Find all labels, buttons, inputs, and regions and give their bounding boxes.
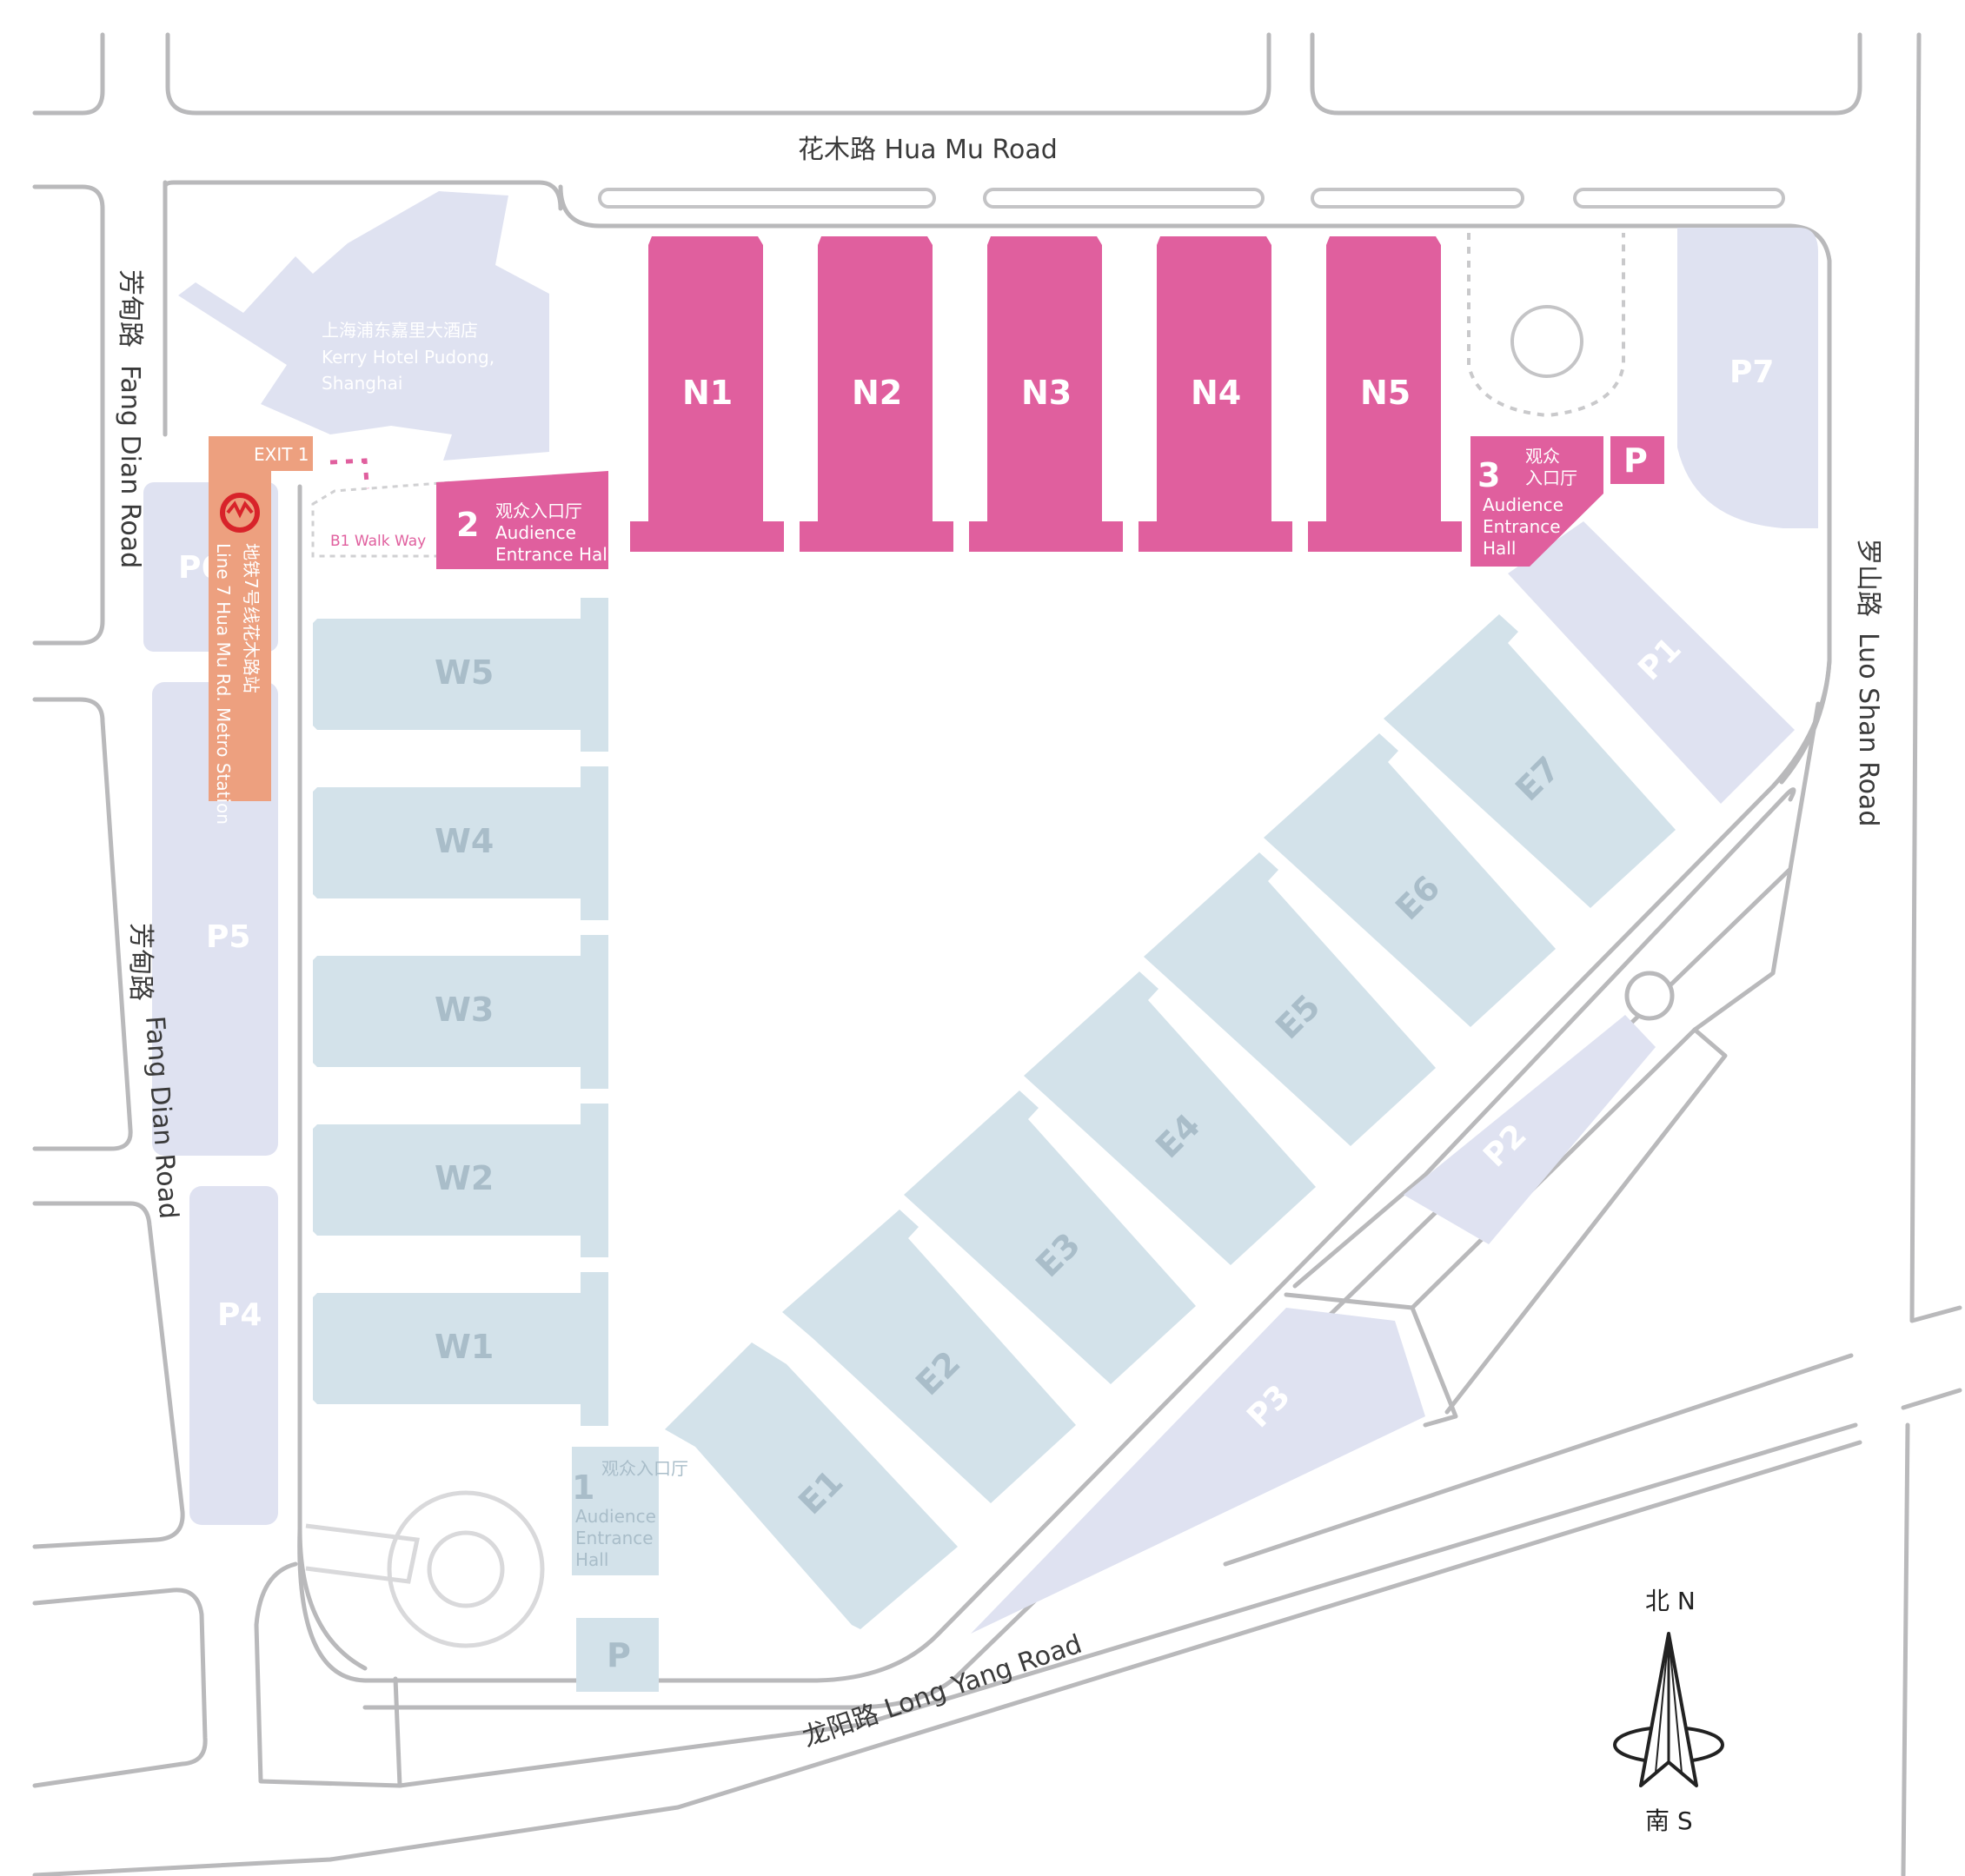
- east-halls: E1 E2 E3 E4 E5 E6 E7: [665, 614, 1676, 1629]
- hall-w3[interactable]: W3: [313, 935, 608, 1089]
- hotel-name-en-1: Kerry Hotel Pudong,: [322, 347, 495, 368]
- hall-w1[interactable]: W1: [313, 1272, 608, 1426]
- hall-n4-label: N4: [1191, 374, 1241, 412]
- road-label-luo-shan-cn: 罗山路: [1853, 539, 1883, 617]
- entrance-2-en-1: Audience: [495, 522, 576, 543]
- parking-p-north[interactable]: [1610, 436, 1664, 484]
- hall-n2-label: N2: [852, 374, 902, 412]
- entrance-2-number: 2: [456, 506, 479, 544]
- entrance-2-en-2: Entrance Hall: [495, 544, 612, 565]
- hall-n5[interactable]: N5: [1308, 236, 1462, 552]
- entrance-1-en-3: Hall: [575, 1549, 608, 1570]
- entrance-1-number: 1: [572, 1468, 594, 1507]
- hall-e2[interactable]: E2: [782, 1210, 1076, 1503]
- hall-w4-label: W4: [435, 822, 494, 860]
- south-plaza-inner: [427, 1530, 505, 1608]
- hall-w3-label: W3: [435, 991, 494, 1029]
- metro-exit-label: EXIT 1: [254, 444, 309, 465]
- parking-p7[interactable]: [1677, 228, 1818, 528]
- parking-p-south-label: P: [607, 1636, 631, 1674]
- hall-n5-label: N5: [1360, 374, 1411, 412]
- entrance-1-cn-1: 观众入口厅: [601, 1458, 688, 1479]
- parking-lots: P6 P5 P4 P7 P1 P2 P3 P: [143, 228, 1818, 1692]
- entrance-3-en-3: Hall: [1483, 538, 1516, 559]
- entrance-3-en-2: Entrance: [1483, 516, 1561, 537]
- hall-w4[interactable]: W4: [313, 766, 608, 920]
- hall-n3-label: N3: [1021, 374, 1072, 412]
- road-label-fang-dian-en-top: Fang Dian Road: [115, 365, 145, 568]
- compass-south-label: 南 S: [1645, 1806, 1693, 1835]
- median-strip: [1311, 188, 1524, 209]
- hall-e3[interactable]: E3: [904, 1090, 1196, 1384]
- hall-e1[interactable]: E1: [665, 1342, 958, 1629]
- hall-e4[interactable]: E4: [1024, 971, 1316, 1265]
- parking-p-north-label: P: [1623, 441, 1648, 480]
- road-label-luo-shan-en: Luo Shan Road: [1853, 633, 1883, 826]
- entrance-3-en-1: Audience: [1483, 494, 1563, 515]
- parking-p5-label: P5: [206, 919, 250, 955]
- road-label-fang-dian-cn-bottom: 芳甸路: [125, 923, 156, 1001]
- walkway-label: B1 Walk Way: [330, 533, 426, 550]
- median-strip: [1573, 188, 1785, 209]
- north-halls: N1 N2 N3 N4 N5: [630, 236, 1462, 552]
- hall-w1-label: W1: [435, 1328, 494, 1366]
- road-label-hua-mu: 花木路 Hua Mu Road: [798, 135, 1058, 165]
- parking-p7-label: P7: [1729, 355, 1774, 390]
- hall-w2-label: W2: [435, 1159, 494, 1197]
- hall-w2[interactable]: W2: [313, 1104, 608, 1257]
- road-label-fang-dian-cn-top: 芳甸路: [115, 269, 145, 348]
- hotel-name-cn: 上海浦东嘉里大酒店: [322, 320, 478, 341]
- road-label-long-yang: 龙阳路 Long Yang Road: [799, 1629, 1085, 1753]
- compass-rose-icon: 北 N 南 S: [1613, 1587, 1724, 1835]
- west-halls: W5 W4 W3 W2 W1: [313, 598, 608, 1426]
- hall-w5-label: W5: [435, 653, 494, 692]
- hall-n4[interactable]: N4: [1139, 236, 1292, 552]
- entrance-hall-2[interactable]: [436, 471, 608, 569]
- hall-n1[interactable]: N1: [630, 236, 784, 552]
- hall-e7[interactable]: E7: [1384, 614, 1676, 908]
- parking-p4-label: P4: [217, 1297, 262, 1333]
- hall-e5[interactable]: E5: [1144, 852, 1436, 1146]
- median-strip: [983, 188, 1265, 209]
- metro-name-cn: 地铁7号线花木路站: [241, 543, 262, 693]
- entrance-1-en-1: Audience: [575, 1506, 656, 1527]
- hall-n1-label: N1: [682, 374, 733, 412]
- hall-n3[interactable]: N3: [969, 236, 1123, 552]
- parking-p3[interactable]: [971, 1308, 1425, 1634]
- entrance-hall-1[interactable]: [572, 1447, 659, 1575]
- metro-logo-icon: [220, 493, 260, 533]
- compass-north-label: 北 N: [1645, 1587, 1696, 1615]
- parking-p1[interactable]: [1508, 521, 1795, 804]
- entrance-2-cn: 观众入口厅: [495, 500, 582, 521]
- kerry-hotel-building: [178, 191, 549, 461]
- road-network: [32, 32, 1962, 1876]
- entrance-3-cn-2: 入口厅: [1525, 467, 1577, 488]
- entrance-3-cn-1: 观众: [1525, 446, 1560, 467]
- parking-p-south[interactable]: [576, 1618, 659, 1692]
- hotel-name-en-2: Shanghai: [322, 373, 403, 394]
- hall-w5[interactable]: W5: [313, 598, 608, 752]
- median-strip: [598, 188, 936, 209]
- entrance-3-number: 3: [1477, 456, 1500, 494]
- plaza-circle: [1510, 305, 1583, 378]
- metro-exit-bar: [209, 436, 313, 471]
- entrance-1-en-2: Entrance: [575, 1528, 654, 1548]
- parking-p4[interactable]: [189, 1186, 278, 1525]
- entrance-hall-3[interactable]: [1470, 436, 1603, 567]
- metro-name-en: Line 7 Hua Mu Rd. Metro Station: [213, 543, 234, 825]
- hall-n2[interactable]: N2: [800, 236, 953, 552]
- roundabout: [1624, 971, 1675, 1021]
- hall-e6[interactable]: E6: [1264, 733, 1556, 1027]
- parking-p2[interactable]: [1404, 1015, 1656, 1244]
